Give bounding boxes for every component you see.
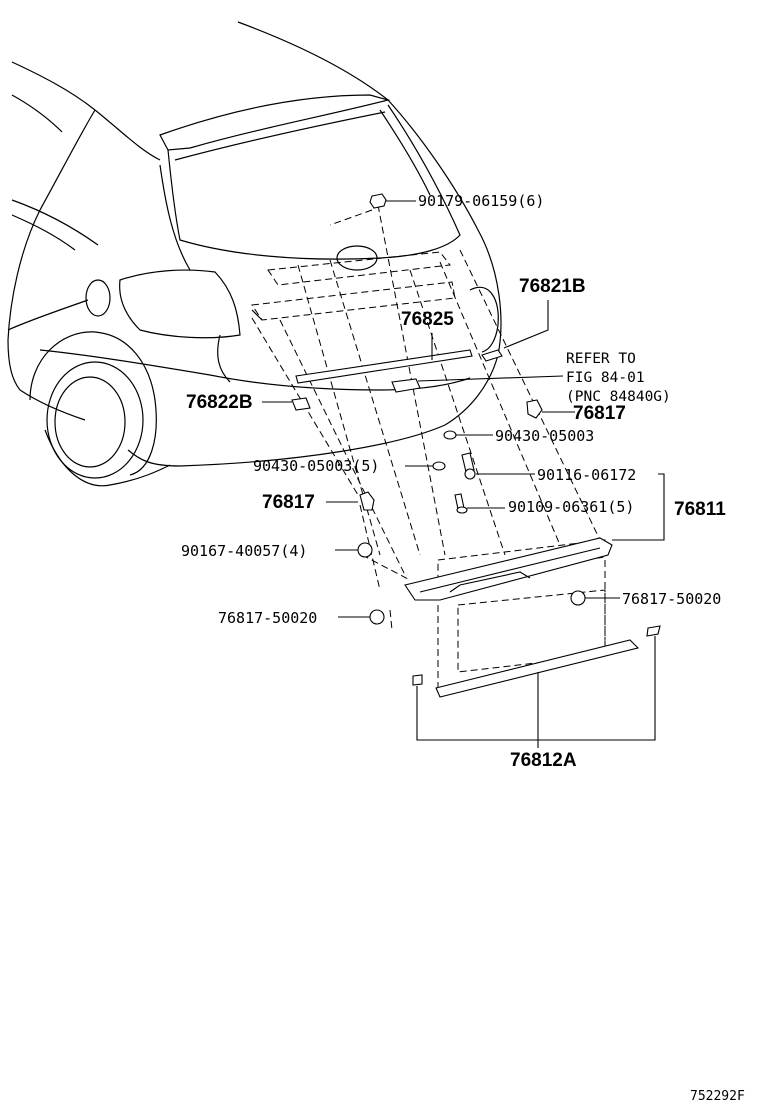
label-90430-05003-right: 90430-05003 xyxy=(495,427,594,445)
label-76812a: 76812A xyxy=(510,750,577,771)
label-90430-05003-left: 90430-05003(5) xyxy=(253,457,379,475)
clip-76817-50020-left-shape xyxy=(369,609,385,625)
label-76825: 76825 xyxy=(401,309,454,330)
bolt-90116-shape xyxy=(461,452,475,473)
reference-line-1: REFER TO xyxy=(566,351,636,367)
part-labels: 90179-06159(6) 76821B 76825 REFER TO FIG… xyxy=(181,192,745,1104)
leader-lines xyxy=(262,200,665,748)
label-90109-06361: 90109-06361(5) xyxy=(508,498,634,516)
label-90179-06159: 90179-06159(6) xyxy=(418,192,544,210)
reference-line-3: (PNC 84840G) xyxy=(566,389,671,405)
label-90116-06172: 90116-06172 xyxy=(537,466,636,484)
label-76817-right: 76817 xyxy=(573,403,626,424)
pad-76821b-shape xyxy=(481,349,503,362)
label-76822b: 76822B xyxy=(186,392,253,413)
label-76821b: 76821B xyxy=(519,276,586,297)
label-90167-40057: 90167-40057(4) xyxy=(181,542,307,560)
clip-76817-right-shape xyxy=(526,399,543,419)
garnish-76811-shape xyxy=(404,537,613,601)
clip-90179-shape xyxy=(369,193,387,209)
label-76817-50020-right: 76817-50020 xyxy=(622,590,721,608)
moulding-76812a-shape xyxy=(435,639,640,698)
car-outline xyxy=(7,21,502,487)
washer-90430-right-shape xyxy=(443,430,457,440)
strip-76825-shape xyxy=(295,349,473,384)
label-76817-left: 76817 xyxy=(262,492,315,513)
part-shapes xyxy=(291,193,661,698)
license-light-shape xyxy=(391,378,421,393)
label-76811: 76811 xyxy=(674,499,726,520)
grommet-90167-shape xyxy=(357,542,373,558)
diagram-id: 752292F xyxy=(690,1089,745,1104)
clip-76817-left-shape xyxy=(359,491,375,511)
clip-76817-50020-right-shape xyxy=(570,590,586,606)
label-76817-50020-left: 76817-50020 xyxy=(218,609,317,627)
reference-line-2: FIG 84-01 xyxy=(566,370,645,386)
pad-76822b-shape xyxy=(291,397,311,411)
washer-90430-left-shape xyxy=(432,461,446,471)
